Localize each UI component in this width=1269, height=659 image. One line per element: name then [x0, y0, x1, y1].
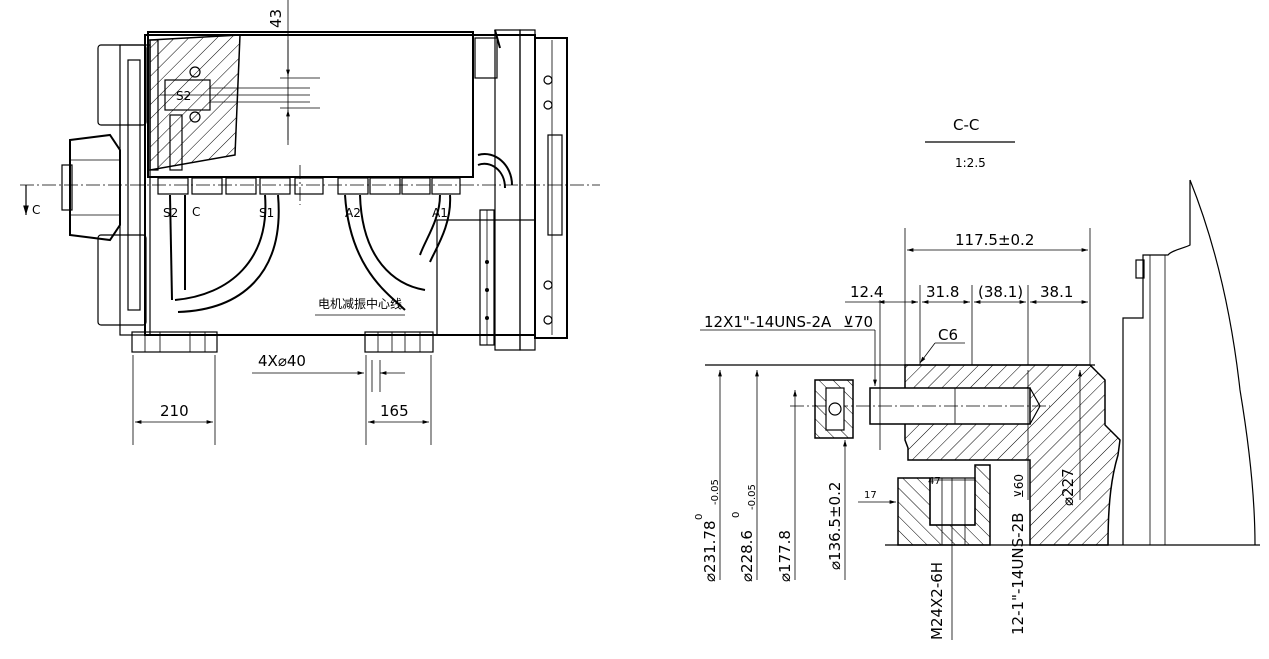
dim-total-label: 117.5±0.2 — [955, 231, 1034, 249]
dim-47-label: 47 — [928, 476, 941, 487]
dim-38-1-ref-label: (38.1) — [978, 283, 1023, 301]
dia-228-label: ⌀228.6 — [738, 530, 756, 582]
dim-17-label: 17 — [864, 490, 877, 501]
dia-227-label: ⌀227 — [1059, 468, 1077, 506]
thread-12-1-label: 12-1"-14UNS-2B — [1009, 513, 1027, 635]
cable-s1-label: S1 — [259, 206, 274, 220]
thread-main-label: 12X1"-14UNS-2A — [704, 313, 832, 331]
dim-210-label: 210 — [160, 402, 189, 420]
center-line-note: 电机减振中心线 — [318, 296, 402, 311]
cable-c-label: C — [192, 205, 200, 219]
cable-a2-label: A2 — [345, 206, 361, 220]
thread-12-1-depth-label: ⊻60 — [1012, 474, 1026, 498]
dim-12-4-label: 12.4 — [850, 283, 883, 301]
dia-136-label: ⌀136.5±0.2 — [826, 482, 844, 570]
motor-front-view: 43 C S2 S2 C S1 A2 A1 电机减振中心线 4X⌀40 210 … — [20, 0, 600, 445]
chamfer-label: C6 — [938, 326, 958, 344]
dim-31-8-label: 31.8 — [926, 283, 959, 301]
section-mark-c: C — [32, 203, 40, 217]
section-scale: 1:2.5 — [955, 156, 986, 170]
dim-165-label: 165 — [380, 402, 409, 420]
cable-s2-label: S2 — [163, 206, 178, 220]
housing-section-hatch — [149, 34, 241, 171]
thread-m24-label: M24X2-6H — [928, 562, 946, 640]
section-title: C-C — [953, 116, 979, 134]
terminal-s2-label: S2 — [176, 89, 191, 103]
dia-231-tol-label: -0.05 — [710, 479, 721, 505]
holes-label: 4X⌀40 — [258, 352, 306, 370]
cable-a1-label: A1 — [432, 206, 448, 220]
section-c-c-view: C-C 1:2.5 — [694, 116, 1260, 640]
dia-231-tol0-label: 0 — [694, 514, 705, 520]
dia-228-tol-label: -0.05 — [747, 484, 758, 510]
dia-228-tol0-label: 0 — [731, 512, 742, 518]
dia-177-label: ⌀177.8 — [776, 530, 794, 582]
dim-38-1-label: 38.1 — [1040, 283, 1073, 301]
thread-main-depth-label: ⊻70 — [843, 313, 873, 331]
dim-43-label: 43 — [267, 9, 285, 28]
dia-231-label: ⌀231.78 — [701, 520, 719, 582]
